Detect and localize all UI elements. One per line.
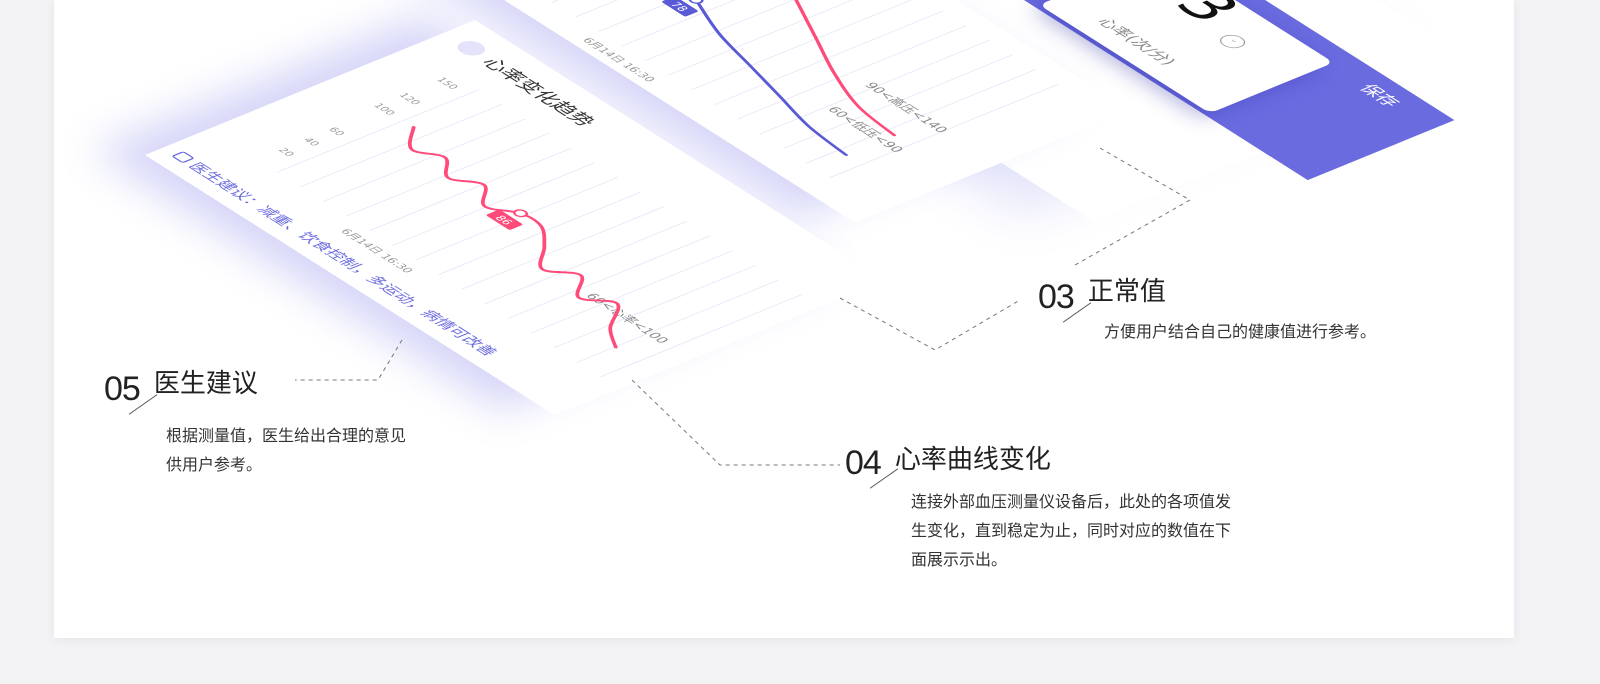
connector-03 (1074, 147, 1192, 266)
grid-line (461, 206, 665, 290)
grid-line (805, 69, 1037, 164)
grid-line (276, 89, 480, 173)
y-tick-label: 20 (275, 147, 296, 158)
grid-line (415, 177, 618, 261)
connector-04 (631, 379, 840, 466)
grid-line (644, 0, 875, 62)
diastolic-line (650, 0, 848, 156)
grid-line (553, 264, 757, 348)
y-tick-label: 40 (300, 137, 321, 148)
annotation-04: 04 心率曲线变化 连接外部血压测量仪设备后，此处的各项值发 生变化，直到稳定为止… (845, 444, 1231, 574)
grid-line (828, 83, 1060, 179)
annotation-desc-line: 连接外部血压测量仪设备后，此处的各项值发 (911, 492, 1232, 511)
annotation-desc-line: 根据测量值，医生给出合理的意见 (166, 426, 407, 445)
grid-line (759, 39, 990, 135)
heart-marker-point (512, 209, 529, 218)
heart-icon (457, 41, 486, 56)
diastolic-marker-badge (662, 0, 698, 17)
grid-line (300, 103, 503, 188)
heart-marker-badge (486, 209, 523, 230)
systolic-line (722, 0, 897, 137)
grid-line (713, 10, 944, 105)
annotation-desc-line: 生变化，直到稳定为止，同时对应的数值在下 (911, 521, 1232, 540)
grid-line (530, 250, 734, 334)
heart-rate-line (407, 126, 621, 349)
grid-line (369, 147, 572, 231)
grid-line (621, 0, 852, 47)
connector-03b (839, 297, 1021, 351)
annotation-desc-line: 面展示示出。 (911, 550, 1008, 569)
annotation-number: 03 (1038, 278, 1075, 316)
annotation-title: 正常值 (1087, 277, 1166, 307)
grid-line (782, 54, 1013, 149)
annotation-desc: 方便用户结合自己的健康值进行参考。 (1104, 322, 1377, 341)
annotation-05: 05 医生建议 根据测量值，医生给出合理的意见 供用户参考。 (104, 369, 407, 479)
annotation-number: 04 (845, 444, 882, 482)
grid-line (599, 294, 803, 378)
grid-line (392, 162, 595, 246)
grid-line (507, 235, 711, 319)
grid-line (736, 25, 967, 120)
grid-line (690, 0, 921, 91)
grid-line (575, 0, 806, 18)
grid-line (667, 0, 898, 76)
grid-line (438, 191, 641, 275)
annotation-number: 05 (104, 370, 141, 408)
y-tick-label: 60 (326, 126, 347, 137)
grid-line (323, 118, 526, 202)
annotation-desc-line: 供用户参考。 (166, 455, 263, 474)
grid-line (484, 221, 688, 305)
annotation-title: 心率曲线变化 (894, 445, 1051, 475)
annotation-title: 医生建议 (153, 369, 258, 399)
annotation-03: 03 正常值 方便用户结合自己的健康值进行参考。 (1038, 277, 1377, 346)
grid-line (598, 0, 829, 32)
advice-icon (172, 151, 194, 163)
diastolic-marker-point (688, 0, 704, 4)
grid-line (576, 279, 780, 363)
